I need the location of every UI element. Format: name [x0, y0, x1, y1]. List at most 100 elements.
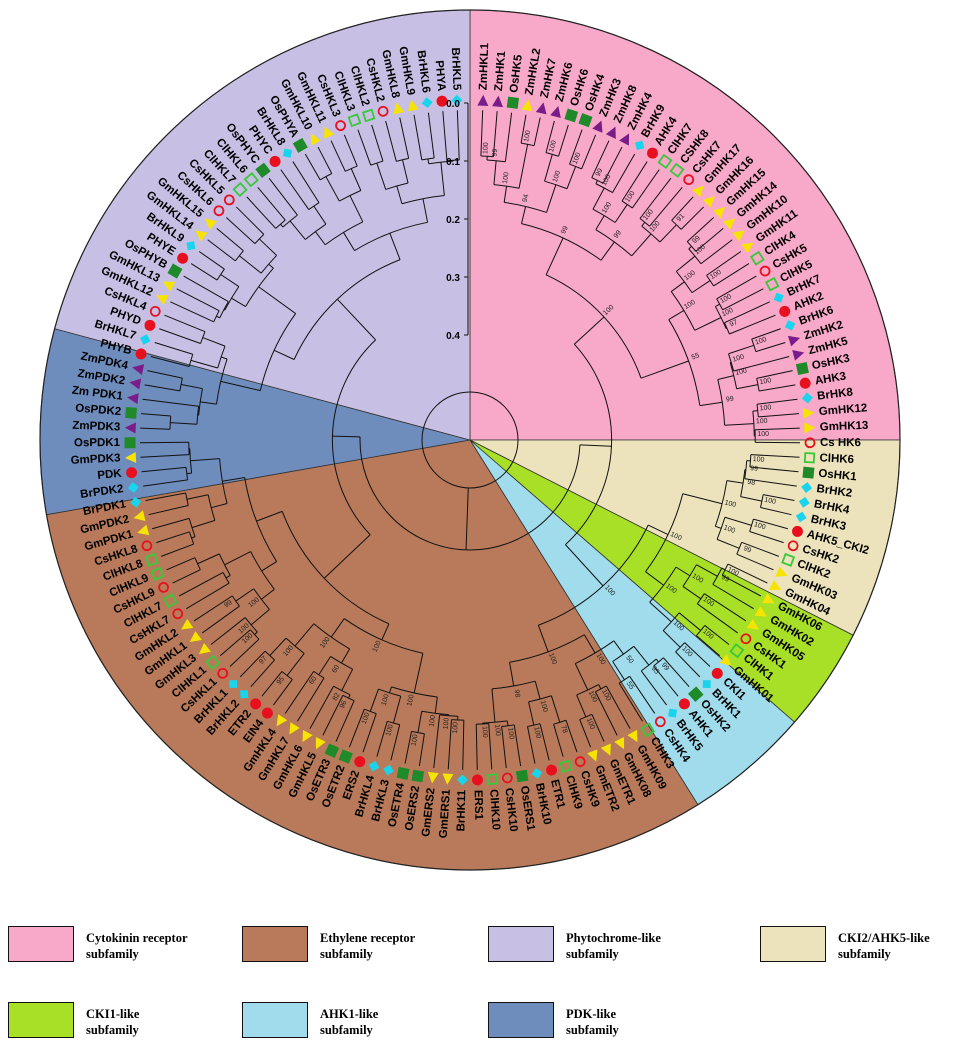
tree-branch: [198, 251, 225, 270]
tree-branch: [579, 444, 612, 447]
taxon-label: BrHKL5: [449, 47, 463, 91]
tree-arc: [285, 637, 305, 654]
tree-branch: [229, 638, 260, 667]
tree-branch: [503, 186, 508, 203]
tree-branch: [682, 586, 702, 600]
tree-branch: [392, 696, 402, 724]
tree-branch: [592, 187, 605, 210]
tree-branch: [389, 233, 401, 260]
tree-branch: [348, 694, 351, 699]
tree-branch: [655, 658, 659, 663]
bootstrap-value: 50: [624, 655, 634, 665]
marker-ring-red-icon: [683, 174, 695, 186]
tree-branch: [261, 588, 275, 600]
tree-arc: [342, 694, 355, 702]
tree-branch: [569, 129, 583, 165]
marker-circle-red-icon: [779, 305, 791, 317]
legend-label-ethylene: Ethylene receptor subfamily: [320, 931, 416, 961]
tree-branch: [323, 534, 371, 579]
marker-open-square-icon: [803, 452, 816, 464]
tree-branch: [166, 557, 196, 571]
tree-branch: [612, 661, 625, 681]
tree-branch: [614, 204, 628, 223]
tree-branch: [749, 531, 784, 544]
tree-branch: [202, 337, 226, 347]
tree-arc: [219, 301, 229, 319]
taxon-label: OsHK5: [508, 53, 525, 93]
tree-arc: [385, 182, 409, 190]
marker-tri-yellow-icon: [310, 133, 321, 146]
tree-branch: [763, 494, 795, 501]
tree-branch: [273, 349, 295, 360]
marker-tri-yellow-icon: [162, 281, 176, 292]
tree-branch: [427, 158, 430, 164]
tree-branch: [186, 582, 230, 610]
marker-open-square-icon: [657, 153, 673, 169]
bootstrap-value: 97: [258, 655, 269, 666]
marker-open-square-icon: [144, 552, 159, 567]
tree-branch: [239, 255, 262, 274]
marker-circle-red-icon: [126, 467, 138, 479]
tree-branch: [250, 609, 270, 626]
bootstrap-value: 100: [411, 734, 420, 747]
bootstrap-value: 100: [754, 336, 767, 346]
marker-tri-yellow-icon: [124, 451, 137, 463]
tree-branch: [148, 504, 189, 516]
tree-branch: [653, 665, 679, 697]
marker-tri-yellow-icon: [156, 294, 169, 305]
taxon-label: OsPDK1: [74, 437, 121, 449]
marker-tri-yellow-icon: [189, 631, 202, 642]
bootstrap-value: 100: [669, 531, 683, 542]
tree-branch: [537, 625, 549, 652]
marker-tri-yellow-icon: [302, 729, 313, 743]
tree-branch: [545, 120, 555, 153]
marker-ring-red-icon: [217, 667, 229, 679]
marker-diamond-cyan-icon: [773, 292, 784, 303]
tree-arc: [716, 517, 726, 540]
marker-square-green-icon: [802, 466, 815, 479]
bootstrap-value: 100: [429, 715, 437, 728]
tree-arc: [411, 730, 425, 735]
tree-arc: [639, 218, 650, 227]
bootstrap-value: 100: [600, 688, 612, 702]
marker-ring-red-icon: [787, 540, 799, 552]
tree-arc: [675, 271, 693, 293]
tree-branch: [413, 114, 423, 160]
tree-branch: [727, 563, 768, 584]
tree-arc: [721, 563, 729, 576]
taxon-label: Cs HK6: [820, 437, 861, 449]
tree-arc: [751, 338, 757, 352]
marker-open-square-icon: [243, 172, 259, 188]
marker-diamond-cyan-icon: [282, 148, 293, 158]
marker-tri-purple-icon: [592, 120, 603, 133]
legend-item-ahk1: AHK1-like subfamily: [242, 1002, 378, 1038]
tree-branch: [239, 650, 266, 678]
marker-ring-red-icon: [654, 716, 666, 728]
tree-arc: [169, 416, 172, 430]
tree-branch: [631, 169, 660, 209]
tree-branch: [504, 112, 513, 162]
taxon-label: PHYA: [433, 60, 448, 92]
legend-label-phytochrome: Phytochrome-like subfamily: [566, 931, 661, 961]
marker-open-square-icon: [486, 773, 499, 786]
marker-tri-yellow-icon: [442, 773, 454, 785]
tree-branch: [728, 344, 755, 355]
marker-ring-red-icon: [223, 194, 235, 206]
tree-branch: [717, 375, 734, 381]
tree-branch: [216, 315, 220, 319]
marker-tri-yellow-icon: [315, 736, 326, 750]
tree-branch: [715, 303, 720, 308]
tree-branch: [493, 160, 497, 185]
tree-branch: [688, 246, 692, 250]
bootstrap-value: 99: [492, 148, 500, 157]
marker-diamond-cyan-icon: [451, 94, 463, 106]
bootstrap-value: 100: [385, 724, 395, 737]
tree-branch: [417, 711, 423, 733]
tree-arc: [245, 267, 274, 307]
tree-branch: [164, 314, 206, 333]
tree-arc: [749, 518, 754, 532]
bootstrap-value: 100: [757, 431, 769, 438]
tree-branch: [721, 567, 726, 571]
bootstrap-value: 99: [613, 229, 623, 240]
marker-tri-yellow-icon: [393, 102, 405, 115]
